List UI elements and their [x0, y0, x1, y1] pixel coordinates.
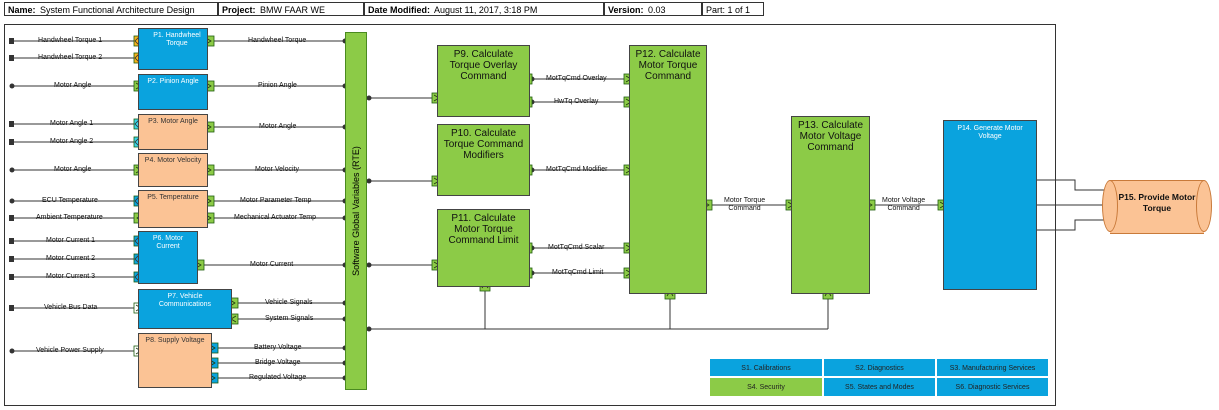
block-p3[interactable]: P3. Motor Angle — [138, 114, 208, 150]
block-p10[interactable]: P10. Calculate Torque Command Modifiers — [437, 124, 530, 196]
block-p14[interactable]: P14. Generate Motor Voltage — [943, 120, 1037, 290]
service-s1[interactable]: S1. Calibrations — [709, 358, 823, 377]
input-motor-current-1: Motor Current 1 — [46, 237, 96, 244]
signal-regulated-voltage: Regulated Voltage — [249, 374, 307, 381]
header-name: Name: System Functional Architecture Des… — [4, 2, 218, 16]
input-motor-angle-1: Motor Angle 1 — [50, 120, 94, 127]
header-version: Version: 0.03 — [604, 2, 702, 16]
diagram-name: System Functional Architecture Design — [40, 5, 195, 15]
signal-bridge-voltage: Bridge Voltage — [255, 359, 301, 366]
block-p8[interactable]: P8. Supply Voltage — [138, 333, 212, 388]
motor-p15[interactable]: P15. Provide Motor Torque — [1102, 180, 1212, 234]
signal-battery-voltage: Battery Voltage — [254, 344, 302, 351]
signal-system-signals: System Signals — [265, 315, 314, 322]
signal-mottqcmd-scalar: MotTqCmd Scalar — [548, 244, 605, 251]
signal-hwtq-overlay: HwTq Overlay — [554, 98, 599, 105]
signal-mottqcmd-limit: MotTqCmd Limit — [552, 269, 604, 276]
block-p11[interactable]: P11. Calculate Motor Torque Command Limi… — [437, 209, 530, 287]
input-motor-current-3: Motor Current 3 — [46, 273, 96, 280]
signal-motor-parameter-temp: Motor Parameter Temp — [240, 197, 312, 204]
service-s4[interactable]: S4. Security — [709, 377, 823, 397]
header-part: Part: 1 of 1 — [702, 2, 764, 16]
header-project: Project: BMW FAAR WE — [218, 2, 364, 16]
signal-motor-current: Motor Current — [250, 261, 294, 268]
block-p5[interactable]: P5. Temperature — [138, 190, 208, 228]
signal-motor-velocity: Motor Velocity — [255, 166, 299, 173]
project-name: BMW FAAR WE — [260, 5, 326, 15]
service-s2[interactable]: S2. Diagnostics — [823, 358, 936, 377]
service-s5[interactable]: S5. States and Modes — [823, 377, 936, 397]
input-motor-angle-2: Motor Angle 2 — [50, 138, 94, 145]
signal-vehicle-signals: Vehicle Signals — [265, 299, 313, 306]
input-handwheel-torque-1: Handwheel Torque 1 — [38, 37, 103, 44]
block-p12[interactable]: P12. Calculate Motor Torque Command — [629, 45, 707, 294]
block-p9[interactable]: P9. Calculate Torque Overlay Command — [437, 45, 530, 117]
service-s3[interactable]: S3. Manufacturing Services — [936, 358, 1049, 377]
input-ecu-temperature: ECU Temperature — [42, 197, 98, 204]
block-p4[interactable]: P4. Motor Velocity — [138, 153, 208, 187]
input-motor-angle-velocity: Motor Angle — [54, 166, 92, 173]
signal-pinion-angle: Pinion Angle — [258, 82, 297, 89]
input-motor-angle: Motor Angle — [54, 82, 92, 89]
input-ambient-temperature: Ambient Temperature — [36, 214, 103, 221]
header-date: Date Modified: August 11, 2017, 3:18 PM — [364, 2, 604, 16]
block-p6[interactable]: P6. Motor Current — [138, 231, 198, 284]
service-s6[interactable]: S6. Diagnostic Services — [936, 377, 1049, 397]
block-p2[interactable]: P2. Pinion Angle — [138, 74, 208, 110]
version-value: 0.03 — [648, 5, 666, 15]
input-vehicle-bus-data: Vehicle Bus Data — [44, 304, 98, 311]
date-modified: August 11, 2017, 3:18 PM — [434, 5, 538, 15]
block-p1[interactable]: P1. Handwheel Torque — [138, 28, 208, 70]
diagram-frame — [4, 24, 1056, 406]
rte-label: Software Global Variables (RTE) — [351, 146, 361, 276]
signal-motor-angle: Motor Angle — [259, 123, 297, 130]
signal-mechanical-actuator-temp: Mechanical Actuator Temp — [234, 214, 316, 221]
signal-mottqcmd-modifier: MotTqCmd Modifier — [546, 166, 608, 173]
block-p7[interactable]: P7. Vehicle Communications — [138, 289, 232, 329]
block-p13[interactable]: P13. Calculate Motor Voltage Command — [791, 116, 870, 294]
rte-bar[interactable]: Software Global Variables (RTE) — [345, 32, 367, 390]
signal-handwheel-torque: Handwheel Torque — [248, 37, 307, 44]
motor-label: P15. Provide Motor Torque — [1118, 192, 1196, 213]
input-handwheel-torque-2: Handwheel Torque 2 — [38, 54, 103, 61]
signal-mottqcmd-overlay: MotTqCmd Overlay — [546, 75, 607, 82]
input-motor-current-2: Motor Current 2 — [46, 255, 96, 262]
input-vehicle-power-supply: Vehicle Power Supply — [36, 347, 104, 354]
